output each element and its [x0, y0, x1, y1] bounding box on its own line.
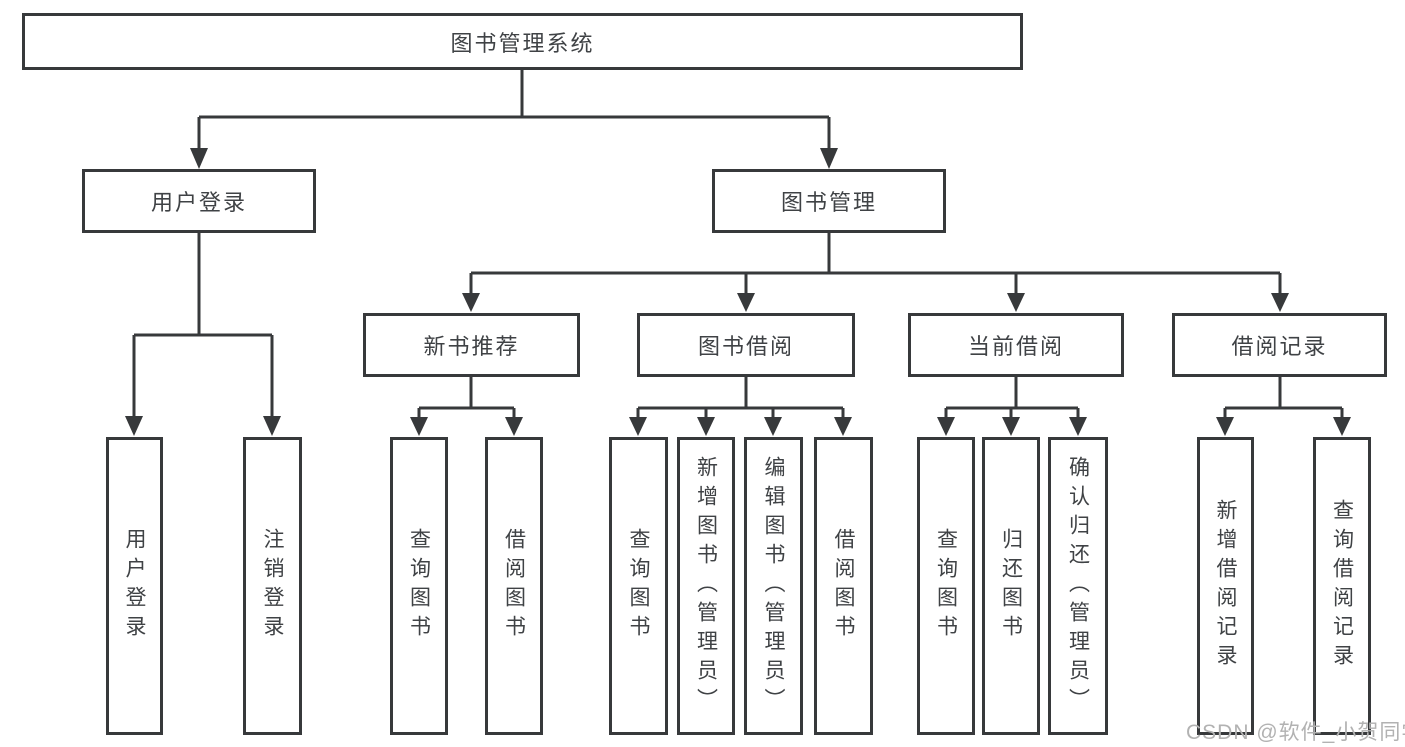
- leaf-borrowing-query-books: 查询图书: [609, 437, 668, 735]
- csdn-watermark: CSDN @软件_小贺同学: [1186, 721, 1405, 744]
- leaf-recommend-query-books: 查询图书: [390, 437, 448, 735]
- node-book-management: 图书管理: [712, 169, 946, 233]
- node-borrowing-records: 借阅记录: [1172, 313, 1387, 377]
- node-new-book-recommend: 新书推荐: [363, 313, 580, 377]
- connector-bookmgmt-to-level3: [469, 233, 1282, 294]
- connector-borrowing-to-leaves: [636, 377, 845, 418]
- leaf-logout: 注销登录: [243, 437, 302, 735]
- leaf-current-confirm-return-admin: 确认归还（管理员）: [1048, 437, 1108, 735]
- connector-root-to-level2: [197, 69, 831, 150]
- leaf-borrowing-borrow-books: 借阅图书: [814, 437, 873, 735]
- leaf-recommend-borrow-books: 借阅图书: [485, 437, 543, 735]
- leaf-borrowing-add-books-admin: 新增图书（管理员）: [677, 437, 735, 735]
- leaf-current-return-books: 归还图书: [982, 437, 1040, 735]
- node-current-borrowing: 当前借阅: [908, 313, 1124, 377]
- leaf-user-login: 用户登录: [106, 437, 163, 735]
- leaf-records-add-record: 新增借阅记录: [1197, 437, 1254, 735]
- connector-recommend-to-leaves: [417, 377, 516, 418]
- node-user-login: 用户登录: [82, 169, 316, 233]
- node-book-borrowing: 图书借阅: [637, 313, 855, 377]
- leaf-current-query-books: 查询图书: [917, 437, 975, 735]
- connector-userlogin-to-leaves: [132, 233, 274, 418]
- connector-records-to-leaves: [1223, 377, 1344, 418]
- leaf-borrowing-edit-books-admin: 编辑图书（管理员）: [744, 437, 803, 735]
- leaf-records-query-record: 查询借阅记录: [1313, 437, 1371, 735]
- node-library-system: 图书管理系统: [22, 13, 1023, 70]
- connector-current-to-leaves: [944, 377, 1080, 418]
- arrowheads: [125, 148, 1351, 436]
